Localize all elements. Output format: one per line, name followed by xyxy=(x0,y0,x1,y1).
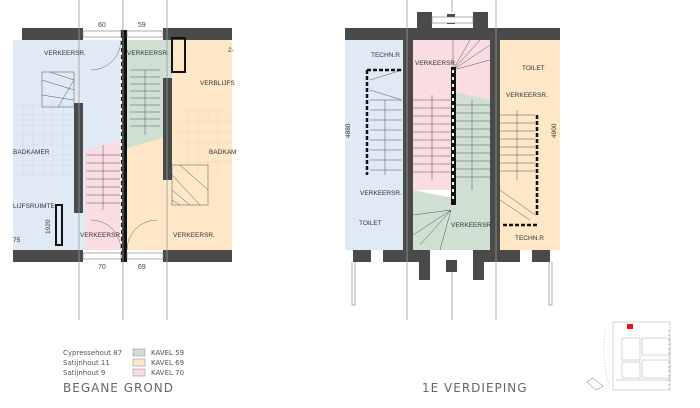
wall-top xyxy=(345,28,560,40)
dim-label: 75 xyxy=(13,237,21,244)
dim-1920: 1920 xyxy=(45,219,52,234)
grid-lines xyxy=(406,0,497,320)
wall-left xyxy=(403,40,413,250)
internal-walls xyxy=(365,68,539,227)
dim-59: 59 xyxy=(138,22,146,29)
party-wall xyxy=(121,30,127,262)
dim-69: 69 xyxy=(138,264,146,271)
bathroom-tiles xyxy=(13,100,232,178)
stair-blue xyxy=(369,69,403,175)
room-label: VERKEERSR. xyxy=(127,50,169,57)
door-swing xyxy=(126,219,158,251)
room-label: TOILET xyxy=(359,220,382,227)
room-label: VERKEERSR. xyxy=(415,60,457,67)
balcony-rails xyxy=(351,262,553,306)
dim-60: 60 xyxy=(98,22,106,29)
room-label: VERBLIJFS xyxy=(200,80,235,87)
dim-70: 70 xyxy=(98,264,106,271)
window-top-59 xyxy=(126,30,164,38)
title-ground-floor: BEGANE GROND xyxy=(63,381,174,395)
unit-orange-area xyxy=(500,40,560,250)
pillar-bottom-center xyxy=(446,260,457,272)
pillar-bottom xyxy=(473,262,484,280)
stair-pink xyxy=(86,145,120,210)
room-label: BADKAM xyxy=(209,149,236,156)
stair-winder-left xyxy=(41,71,75,108)
door-swing xyxy=(90,219,122,251)
wall-column-right xyxy=(163,78,172,180)
ground-floor-plan: 60 59 70 69 VERKEERSR. VERKEERSR. VERBLI… xyxy=(13,0,236,320)
legend-kavel: KAVEL 59 xyxy=(151,349,184,357)
dim-label: 2- xyxy=(228,47,234,54)
room-label: LIJFSRUIMTE xyxy=(13,203,56,210)
room-label: VERKEERSR. xyxy=(44,50,86,57)
window-top-60 xyxy=(82,30,122,38)
window-bottom-70 xyxy=(82,252,122,260)
pillar-top-left xyxy=(417,12,432,40)
unit-orange-area xyxy=(127,40,232,250)
room-label: VERKEERSR. xyxy=(80,232,122,239)
stair-pink xyxy=(413,39,491,180)
wall-right xyxy=(490,40,500,250)
legend-material: Cypressehout 87 xyxy=(63,349,122,357)
door-swing xyxy=(90,39,122,71)
legend-material: Satijnhout 11 xyxy=(63,359,110,367)
pillar-top-right xyxy=(473,12,488,40)
window-top xyxy=(431,16,474,24)
legend: Cypressehout 87 KAVEL 59 Satijnhout 11 K… xyxy=(63,348,528,395)
legend-swatch-green xyxy=(132,348,146,357)
dim-4900: 4900 xyxy=(551,123,558,138)
stair-green xyxy=(412,100,490,251)
room-label: VERKEERSR. xyxy=(506,92,548,99)
legend-kavel: KAVEL 69 xyxy=(151,359,184,367)
stair-winder-right xyxy=(171,164,209,206)
legend-swatch-pink xyxy=(132,368,146,377)
stair-green xyxy=(130,69,160,135)
dim-4880: 4880 xyxy=(345,123,352,138)
wall-top-left xyxy=(22,28,83,40)
legend-material: Satijnhout 9 xyxy=(63,369,105,377)
site-key-map xyxy=(586,321,671,391)
wall-bottom xyxy=(473,250,520,262)
wall-bottom xyxy=(532,250,550,262)
window-bottom-69 xyxy=(126,252,164,260)
shaft-walls xyxy=(55,37,186,246)
room-label: BADKAMER xyxy=(13,149,50,156)
wall-bottom xyxy=(383,250,430,262)
wall-bottom-right xyxy=(163,250,232,262)
room-label: VERKEERSR. xyxy=(173,232,215,239)
room-label: TOILET xyxy=(522,65,545,72)
room-label: TECHN.R xyxy=(371,52,400,59)
room-label: VERKEERSR. xyxy=(360,190,402,197)
stair-orange xyxy=(499,110,536,221)
title-first-floor: 1E VERDIEPING xyxy=(422,381,528,395)
room-label: TECHN.R xyxy=(515,235,544,242)
legend-kavel: KAVEL 70 xyxy=(151,369,184,377)
room-label: VERKEERSR. xyxy=(451,222,493,229)
legend-swatch-orange xyxy=(132,358,146,367)
wall-bottom xyxy=(353,250,371,262)
unit-green-area xyxy=(413,92,490,250)
first-floor-plan: TECHN.R VERKEERSR. TOILET VERKEERSR. VER… xyxy=(345,0,560,320)
pillar-bottom xyxy=(419,262,430,280)
grid-lines xyxy=(78,0,168,320)
wall-bottom-left xyxy=(13,250,83,262)
unit-blue-area xyxy=(345,40,403,250)
wall-column-left xyxy=(74,103,83,213)
location-marker xyxy=(627,324,633,329)
